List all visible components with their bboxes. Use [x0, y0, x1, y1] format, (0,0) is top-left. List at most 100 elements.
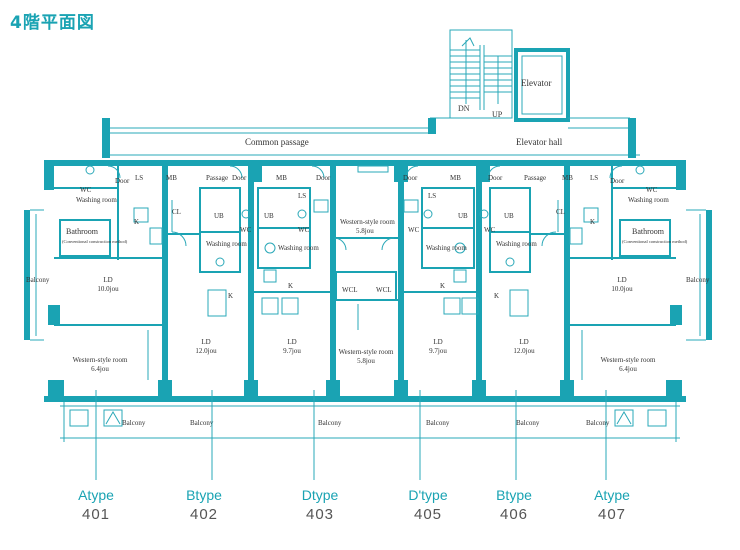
passage-wall-right	[628, 118, 636, 158]
unit-type-label: Btype	[496, 487, 532, 503]
washing-room-label: Washing room	[628, 196, 669, 204]
ld-label: LD	[617, 276, 626, 284]
western-room-size: 6.4jou	[619, 365, 637, 373]
washing-room-label: Washing room	[278, 244, 319, 252]
unit-type-label: Atype	[594, 487, 630, 503]
unit-number-label: 401	[81, 506, 111, 523]
leader-lines	[95, 390, 607, 480]
mb-label: MB	[276, 174, 287, 182]
unit-number-label: 402	[189, 506, 219, 523]
mb-label: MB	[450, 174, 461, 182]
floor-plan-title: 4階平面図	[10, 13, 95, 33]
cl-label: CL	[172, 208, 181, 216]
unit-room-labels: LD 10.0jou Western-style room 6.4jou LD …	[73, 276, 656, 373]
balcony-label: Balcony	[318, 419, 342, 427]
ld-label: LD	[201, 338, 210, 346]
ls-label: LS	[298, 192, 306, 200]
wcl-label: WCL	[342, 286, 358, 294]
kitchen-label: K	[228, 292, 233, 300]
elevator-shaft	[514, 48, 570, 122]
western-room-label: Western-style room	[339, 348, 394, 356]
ub-label: UB	[264, 212, 274, 220]
western-room-size: 5.8jou	[357, 357, 375, 365]
ld-size: 12.0jou	[195, 347, 217, 355]
washing-room-label: Washing room	[496, 240, 537, 248]
ls-label: LS	[590, 174, 598, 182]
wcl-label: WCL	[376, 286, 392, 294]
ld-label: LD	[287, 338, 296, 346]
ld-size: 12.0jou	[513, 347, 535, 355]
door-label: Door	[316, 174, 331, 182]
center-room-label: Western-style room	[340, 218, 395, 226]
balcony-label: Balcony	[426, 419, 450, 427]
passage-label: Passage	[524, 174, 546, 182]
center-room-size: 5.8jou	[356, 227, 374, 235]
balcony-label: Balcony	[686, 276, 710, 284]
unit-type-label: Atype	[78, 487, 114, 503]
ld-label: LD	[433, 338, 442, 346]
ld-size: 9.7jou	[429, 347, 447, 355]
interior-partitions	[54, 166, 676, 326]
wc-label: WC	[484, 226, 496, 234]
balcony-label: Balcony	[122, 419, 146, 427]
bathroom-label: Bathroom	[66, 227, 99, 236]
unit-number-label: 407	[597, 506, 627, 523]
bathroom-label: Bathroom	[632, 227, 665, 236]
wc-label: WC	[298, 226, 310, 234]
western-room-label: Western-style room	[601, 356, 656, 364]
kitchen-label: K	[494, 292, 499, 300]
balcony-label: Balcony	[586, 419, 610, 427]
passage-wall-mid	[428, 118, 436, 134]
western-room-size: 6.4jou	[91, 365, 109, 373]
door-label: Door	[232, 174, 247, 182]
outer-walls	[24, 160, 712, 402]
washing-room-label: Washing room	[426, 244, 467, 252]
unit-number-label: 406	[499, 506, 529, 523]
balcony-label: Balcony	[516, 419, 540, 427]
bathroom-note: (Conventional construction method)	[62, 239, 128, 244]
room-labels: Door LS MB Passage Door MB Door Door MB …	[26, 174, 710, 427]
door-label: Door	[488, 174, 503, 182]
unit-type-label: D'type	[408, 487, 448, 503]
ub-label: UB	[504, 212, 514, 220]
ld-size: 9.7jou	[283, 347, 301, 355]
western-room-label: Western-style room	[73, 356, 128, 364]
ld-label: LD	[519, 338, 528, 346]
kitchen-label: K	[440, 282, 445, 290]
passage-wall-left	[102, 118, 110, 158]
balcony-label: Balcony	[190, 419, 214, 427]
mb-label: MB	[166, 174, 177, 182]
common-passage-label: Common passage	[245, 137, 309, 147]
mb-label: MB	[562, 174, 573, 182]
party-walls	[158, 160, 574, 402]
stair-core	[449, 29, 513, 119]
ld-size: 10.0jou	[97, 285, 119, 293]
kitchen-label: K	[288, 282, 293, 290]
kitchen-label: K	[134, 218, 139, 226]
unit-number-label: 405	[413, 506, 443, 523]
bathroom-note: (Conventional construction method)	[622, 239, 688, 244]
ls-label: LS	[135, 174, 143, 182]
fixtures	[30, 165, 706, 442]
stair-up-label: UP	[492, 110, 503, 119]
ub-label: UB	[458, 212, 468, 220]
ld-size: 10.0jou	[611, 285, 633, 293]
unit-type-label: Dtype	[301, 487, 339, 503]
kitchen-label: K	[590, 218, 595, 226]
wc-label: WC	[646, 186, 658, 194]
wc-label: WC	[240, 226, 252, 234]
unit-type-label: Btype	[186, 487, 222, 503]
unit-number-label: 403	[305, 506, 335, 523]
cl-label: CL	[556, 208, 565, 216]
ls-label: LS	[428, 192, 436, 200]
wc-label: WC	[80, 186, 92, 194]
door-label: Door	[403, 174, 418, 182]
elevator-label: Elevator	[521, 78, 552, 88]
door-label: Door	[610, 177, 625, 185]
passage-label: Passage	[206, 174, 228, 182]
ub-label: UB	[214, 212, 224, 220]
stair-down-label: DN	[458, 104, 470, 113]
washing-room-label: Washing room	[76, 196, 117, 204]
door-label: Door	[115, 177, 130, 185]
